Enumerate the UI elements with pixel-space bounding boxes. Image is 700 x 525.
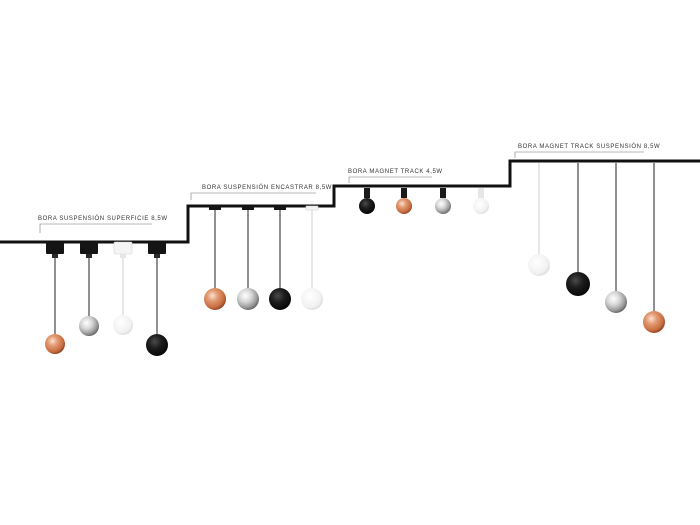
label-recessed-suspension: BORA SUSPENSIÓN ENCASTRAR 8,5W <box>202 185 333 191</box>
pendant-copper <box>45 242 65 354</box>
pendant-white <box>113 241 133 335</box>
pendant-chrome <box>605 163 627 313</box>
label-leaders <box>39 151 644 233</box>
label-surface-suspension: BORA SUSPENSIÓN SUPERFICIE 8,5W <box>38 216 168 222</box>
pendant-black <box>269 206 291 310</box>
ceiling-track-profile <box>0 159 700 244</box>
pendant-white <box>528 163 550 276</box>
group-surface-suspension <box>45 241 168 356</box>
spot-copper <box>396 188 412 214</box>
group-magnet-track <box>359 188 489 214</box>
pendant-chrome <box>79 242 99 336</box>
spot-black <box>359 188 375 214</box>
group-magnet-track-suspension <box>528 163 665 333</box>
spot-white <box>473 188 489 214</box>
group-recessed-suspension <box>204 205 323 310</box>
label-magnet-track: BORA MAGNET TRACK 4,5W <box>348 169 443 175</box>
label-magnet-track-suspension: BORA MAGNET TRACK SUSPENSIÓN 8,5W <box>518 144 661 150</box>
pendant-chrome <box>237 206 259 310</box>
pendant-black <box>566 163 590 296</box>
pendant-black <box>146 242 168 356</box>
pendant-copper <box>204 206 226 310</box>
spot-chrome <box>435 188 451 214</box>
pendant-white <box>301 205 323 310</box>
pendant-copper <box>643 163 665 333</box>
